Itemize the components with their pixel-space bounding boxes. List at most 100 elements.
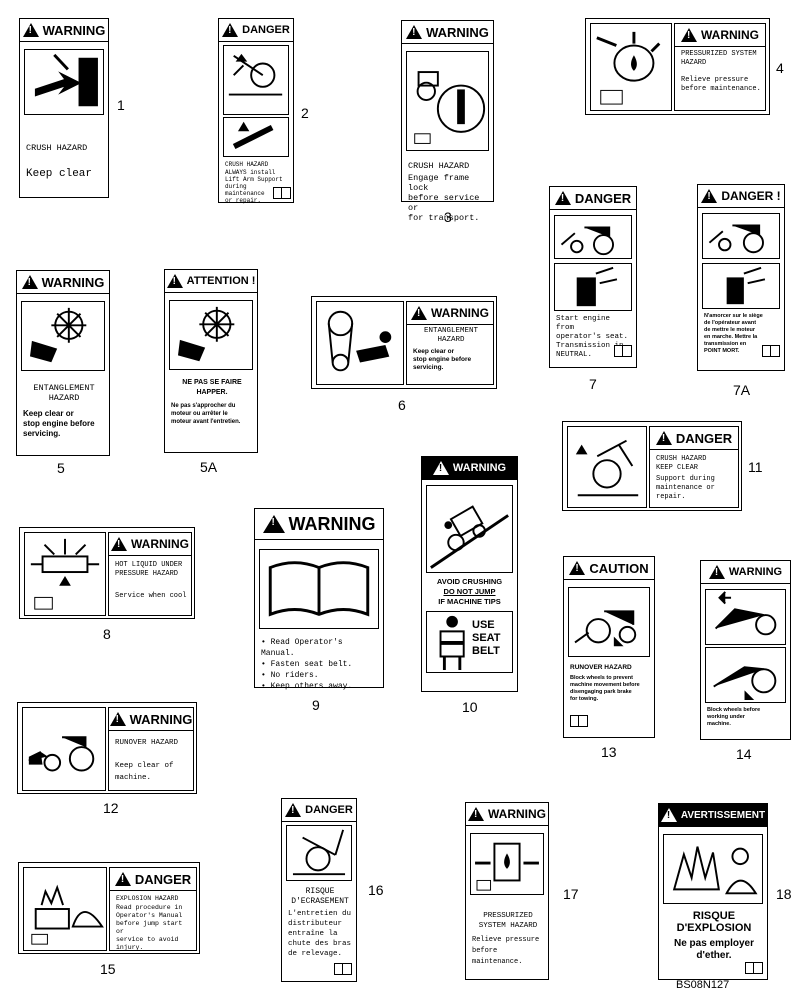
warning-triangle-icon <box>411 306 427 320</box>
decal-10-msg-line1: AVOID CRUSHING <box>436 577 503 586</box>
danger-triangle-icon <box>655 431 672 445</box>
warning-triangle-icon <box>406 25 423 39</box>
decal-16-header: DANGER <box>282 799 356 822</box>
decal-14: WARNING Block wheels before working unde… <box>700 560 791 740</box>
warning-triangle-icon <box>708 565 725 579</box>
decal-3-hazard: CRUSH HAZARD <box>408 161 470 171</box>
decal-number: 3 <box>444 209 452 225</box>
decal-number: 2 <box>301 105 309 121</box>
decal-7a-header: DANGER ! <box>698 185 784 208</box>
signal-word: DANGER <box>675 430 733 446</box>
decal-2: DANGER CRUSH HAZARD ALWAYS install Lift … <box>218 18 294 204</box>
manual-icon <box>273 187 291 199</box>
signal-word: WARNING <box>701 28 759 42</box>
decal-11-message: Support during maintenance or repair. <box>656 475 715 501</box>
pressure-cylinder-icon <box>470 833 544 895</box>
decal-15-header: DANGER <box>110 868 196 891</box>
warning-triangle-icon <box>111 537 127 551</box>
manual-icon <box>745 962 763 974</box>
start-engine-icon <box>702 263 780 309</box>
danger-triangle-icon <box>701 189 718 203</box>
decal-5: WARNING ENTANGLEMENT HAZARD Keep clear o… <box>16 270 110 456</box>
decal-5a-hazard: NE PAS SE FAIRE HAPPER. <box>182 379 242 396</box>
decal-13-header: CAUTION <box>564 557 654 580</box>
decal-13: CAUTION RUNOVER HAZARD Block wheels to p… <box>563 556 655 738</box>
rollover-icon <box>426 485 513 573</box>
decal-9: WARNING • Read Operator's Manual. • Fast… <box>254 508 384 691</box>
decal-6-message: Keep clear or stop engine before servici… <box>413 348 472 371</box>
manual-icon <box>334 963 352 975</box>
decal-9-header: WARNING <box>255 509 383 540</box>
decal-1: WARNING CRUSH HAZARD Keep clear <box>19 18 109 198</box>
signal-word: WARNING <box>452 462 507 474</box>
signal-word: WARNING <box>728 566 783 578</box>
frame-lock-icon <box>406 51 489 151</box>
decal-number: 7A <box>733 382 751 398</box>
decal-7-header: DANGER <box>550 187 636 210</box>
decal-number: 10 <box>462 699 478 715</box>
block-wheels-icon <box>705 647 786 703</box>
manual-icon <box>762 345 780 357</box>
decal-8-message: Service when cool <box>115 592 187 600</box>
hot-liquid-icon <box>24 532 106 616</box>
decal-11-hazard: CRUSH HAZARD KEEP CLEAR <box>656 455 707 472</box>
decal-3: WARNING CRUSH HAZARD Engage frame lock b… <box>401 20 494 223</box>
decal-number: 5A <box>200 459 218 475</box>
signal-word: CAUTION <box>589 560 649 576</box>
decal-number: 16 <box>368 882 384 898</box>
decal-12-hazard: RUNOVER HAZARD <box>115 739 179 747</box>
decal-3-message: Engage frame lock before service or for … <box>408 173 480 223</box>
operators-manual-icon <box>259 549 379 629</box>
decal-5a-header: ATTENTION ! <box>165 270 257 293</box>
signal-word: WARNING <box>288 513 376 534</box>
decal-3-header: WARNING <box>402 21 493 44</box>
decal-4-header: WARNING <box>675 24 765 47</box>
decal-4-hazard: PRESSURIZED SYSTEM HAZARD <box>681 50 757 67</box>
decal-11-panel: DANGER CRUSH HAZARD KEEP CLEAR Support d… <box>649 426 739 508</box>
decal-8-hazard: HOT LIQUID UNDER PRESSURE HAZARD <box>115 561 183 578</box>
decal-10-msg-line3: IF MACHINE TIPS <box>438 597 501 606</box>
warning-triangle-icon <box>432 461 449 475</box>
figure-reference: BS08N127 <box>676 979 730 991</box>
decal-number: 9 <box>312 697 320 713</box>
crush-hand-icon <box>24 49 104 115</box>
battery-explosion-icon <box>23 867 107 951</box>
warning-triangle-icon <box>660 808 677 822</box>
signal-word: WARNING <box>431 306 489 320</box>
danger-triangle-icon <box>222 23 239 37</box>
decal-5-hazard: ENTANGLEMENT HAZARD <box>33 383 95 403</box>
decal-17-hazard: PRESSURIZED SYSTEM HAZARD <box>478 912 538 930</box>
decal-6-hazard: ENTANGLEMENT HAZARD <box>423 327 478 344</box>
decal-number: 12 <box>103 800 119 816</box>
crush-loader-icon <box>286 825 352 881</box>
decal-number: 6 <box>398 397 406 413</box>
warning-triangle-icon <box>262 515 285 533</box>
attention-triangle-icon <box>166 274 183 288</box>
decal-1-header: WARNING <box>20 19 108 42</box>
seat-belt-icon <box>426 611 513 673</box>
decal-number: 18 <box>776 886 792 902</box>
decal-13-message: Block wheels to prevent machine movement… <box>570 675 640 702</box>
decal-1-message: Keep clear <box>26 168 93 180</box>
decal-16-message: L'entretien du distributeur entraîne la … <box>288 910 352 958</box>
signal-word: DANGER <box>574 190 632 206</box>
decal-number: 8 <box>103 626 111 642</box>
decal-17-message: Relieve pressure before maintenance. <box>472 936 540 966</box>
support-icon <box>223 117 289 157</box>
start-engine-icon <box>554 263 632 311</box>
decal-18-header: AVERTISSEMENT <box>659 804 767 827</box>
signal-word: WARNING <box>41 274 105 290</box>
decal-8-panel: WARNING HOT LIQUID UNDER PRESSURE HAZARD… <box>108 532 192 616</box>
belt-entanglement-icon <box>316 301 404 385</box>
decal-5a-message: Ne pas s'approcher du moteur ou arrêter … <box>171 403 241 425</box>
warning-triangle-icon <box>468 807 484 821</box>
decal-2-message: ALWAYS install Lift Arm Support during m… <box>225 169 283 204</box>
decal-number: 14 <box>736 746 752 762</box>
manual-icon <box>570 715 588 727</box>
decal-6-header: WARNING <box>407 302 493 325</box>
signal-word: WARNING <box>129 711 193 727</box>
warning-triangle-icon <box>681 28 697 42</box>
decal-number: 11 <box>748 459 763 475</box>
fan-entanglement-icon <box>21 301 105 371</box>
signal-word: WARNING <box>426 24 489 40</box>
